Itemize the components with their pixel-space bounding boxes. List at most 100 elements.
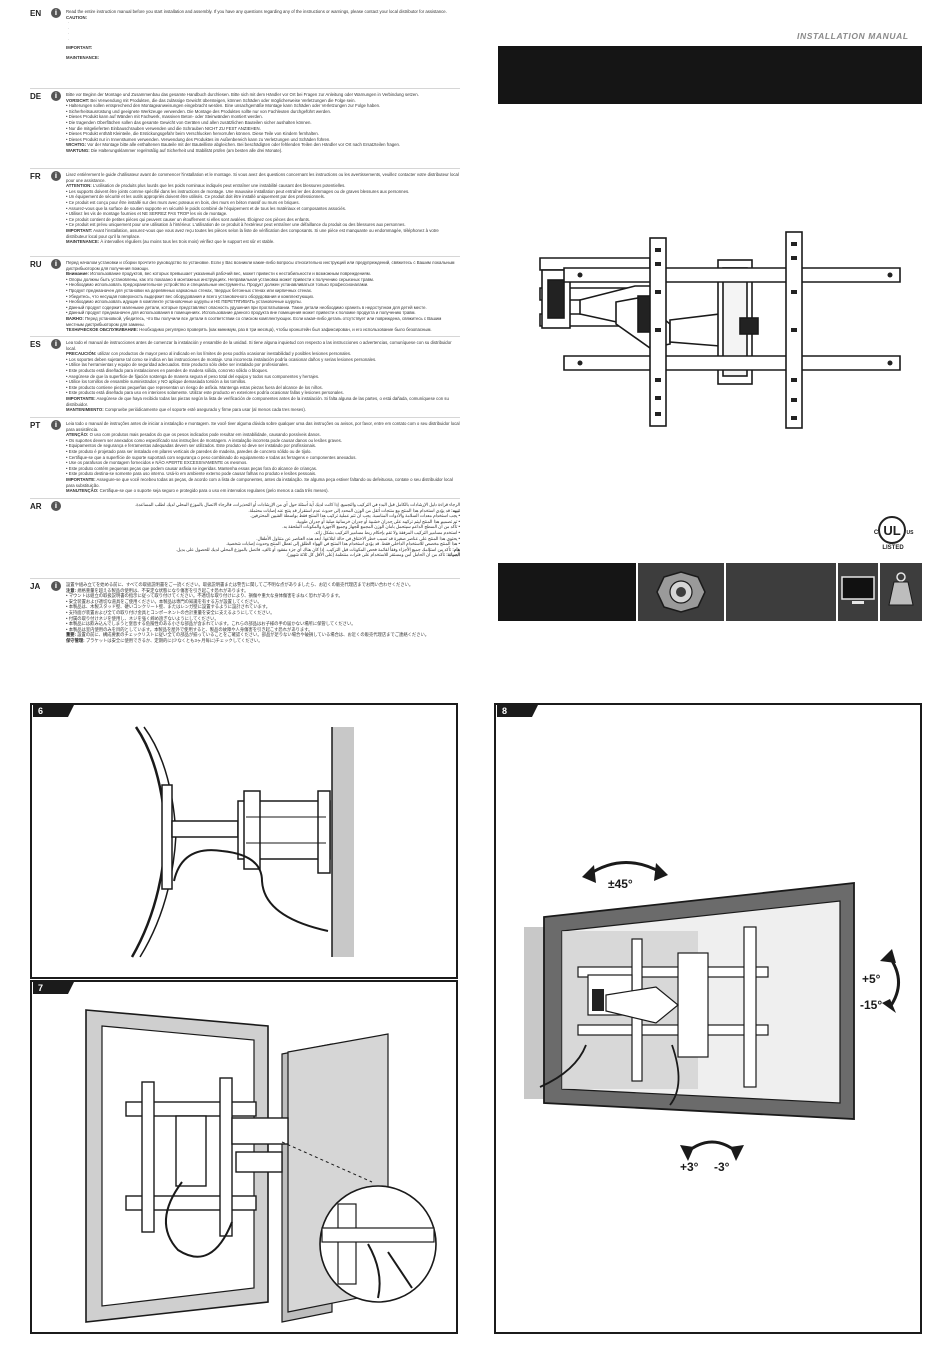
weight-capacity-icon [888, 572, 914, 606]
svg-text:C: C [874, 530, 879, 536]
step-7-illustration [85, 1009, 437, 1323]
bullet: • Un équipement de sécurité et les outil… [66, 194, 325, 200]
lang-code: RU [30, 260, 42, 269]
intro-text: Lea todo el manual de instrucciones ante… [66, 340, 452, 351]
swivel-angle-label: ±45° [608, 877, 633, 891]
bullet: • Este producto está diseñado para uso e… [66, 390, 344, 396]
lang-block-pt: PT i Leia todo o manual de instruções an… [30, 418, 460, 499]
bullet: • Ce produit est conçu pour être install… [66, 199, 300, 205]
info-icon: i [51, 91, 61, 101]
bullet: • Убедитесь, что несущая поверхность выд… [66, 293, 315, 299]
important-label: IMPORTANT: [66, 45, 93, 51]
important-label: هام: [452, 546, 460, 552]
step-panel-8: 8 ±45° +5° -15° +3° -3° [494, 703, 922, 1334]
lang-code: ES [30, 340, 41, 349]
step-tab [33, 980, 75, 994]
product-illustration [539, 231, 901, 429]
bullet: • Продукт предназначен для установки на … [66, 287, 313, 293]
important-text: Перед установкой, убедитесь, что Вы полу… [66, 315, 442, 327]
lang-block-de: DE i Bitte vor Beginn der Montage und Zu… [30, 89, 460, 169]
important-label: IMPORTANT: [66, 227, 93, 233]
caution-label: VORSICHT: [66, 97, 90, 103]
maintenance-text: Die Halterungsklammer regelmäßig auf Sic… [90, 147, 283, 153]
bullet: • 支持面が装置および全ての取り付け金具とコンポーネントの合計重量を安全に支える… [66, 609, 275, 615]
important-text: Asegúrese de que haya recibido todas las… [66, 395, 449, 407]
step-panel-7: 7 [30, 980, 458, 1334]
step-number: 8 [502, 706, 508, 716]
level-right-label: -3° [714, 1160, 730, 1174]
intro-text: Read the entire instruction manual befor… [66, 9, 447, 14]
caution-text: قد يؤدي استخدام هذا المنتج مع منتجات أثق… [248, 507, 450, 513]
bullet: • تم تصميم هذا المنتج ليتم تركيبه على جد… [295, 518, 460, 524]
step-tab [497, 703, 539, 717]
info-icon: i [51, 8, 61, 18]
bullet: • Die tragenden Oberflächen sollen das g… [66, 119, 312, 125]
ul-listed-logo: UL C US [874, 516, 914, 544]
bullet: • Utilice las herramientas y equipo de s… [66, 362, 289, 368]
lang-text: Leia todo o manual de instruções antes d… [66, 421, 460, 494]
caution-dots: ···· [68, 20, 70, 42]
bullet: • Dieses Produkt nur in Innenräumen verw… [66, 136, 331, 142]
bullet: • 本製品には飲み込んでしまうと窒息する危険性のある小さな部品が含まれています。… [66, 621, 356, 627]
step-tab [33, 703, 75, 717]
icon-cell-gap1 [726, 563, 836, 621]
maintenance-label: WARTUNG: [66, 147, 90, 153]
lang-text: Lisez entièrement le guide d'utilisateur… [66, 172, 460, 245]
important-label: WICHTIG: [66, 142, 87, 148]
step-panel-6: 6 [30, 703, 458, 979]
lang-code: FR [30, 172, 41, 181]
bullet: • Halterungen sollen entsprechend den Mo… [66, 103, 381, 109]
caution-label: Внимание: [66, 271, 89, 277]
important-text: Assegure-se que você recebeu todas as pe… [66, 476, 453, 488]
caution-label: ATTENTION: [66, 183, 92, 189]
bullet: • Sicherheitsausrüstung und geeignete We… [66, 108, 332, 114]
info-icon: i [51, 501, 61, 511]
lang-text: الرجاء قراءة دليل الإرشادات بالكامل قبل … [66, 502, 460, 558]
svg-text:UL: UL [883, 523, 900, 538]
lang-code: EN [30, 9, 42, 18]
intro-text: Lisez entièrement le guide d'utilisateur… [66, 172, 459, 183]
maintenance-text: Необходимо регулярно проверять (как мини… [139, 327, 432, 333]
caution-label: ATENÇÃO: [66, 432, 89, 438]
tilt-up-label: +5° [862, 972, 881, 986]
maintenance-label: الصيانة: [446, 552, 460, 558]
maintenance-label: MAINTENANCE: [66, 239, 100, 245]
intro-text: Leia todo o manual de instruções antes d… [66, 421, 460, 432]
bullet: • Equipamentos de segurança e ferramenta… [66, 443, 317, 449]
bullet: • Este produto destina-se somente para u… [66, 471, 317, 477]
bullet: • 安全装置および適切な道具をご使用ください。本製品は専門の知識を有する方が設置… [66, 598, 262, 604]
info-icon: i [51, 420, 61, 430]
bullet: • Ce produit contient de petites pièces … [66, 216, 311, 222]
bullet: • Use os parafusos de montagem fornecido… [66, 460, 248, 466]
bullet: • Данный продукт предназначен для исполь… [66, 310, 416, 316]
maintenance-label: ТЕХНИЧЕСКОЕ ОБСЛУЖИВАНИЕ: [66, 327, 139, 333]
maintenance-text: Certifique-se que o suporte seja seguro … [99, 488, 329, 494]
lang-block-ar: AR i الرجاء قراءة دليل الإرشادات بالكامل… [30, 499, 460, 579]
important-label: IMPORTANTE: [66, 395, 96, 401]
bullet: • Este producto está diseñado para insta… [66, 367, 269, 373]
caution-text: utilizar con productos de mayor peso al … [97, 351, 352, 357]
bullet: • 本製品は、木製スタッド壁、硬いコンクリート壁、またはレンガ壁に設置するように… [66, 604, 271, 610]
bullet: • Dieses Produkt enthält Kleinteile, die… [66, 131, 319, 137]
level-left-label: +3° [680, 1160, 699, 1174]
lang-code: DE [30, 92, 42, 101]
caution-text: Bei Verwendung mit Produkten, die das zu… [90, 97, 356, 103]
bullet: • 付属の取り付けネジを使用し、ネジを強く締め過ぎないようにしてください。 [66, 615, 219, 621]
step-6-illustration [130, 726, 354, 958]
lang-block-ru: RU i Перед началом установки и сборки пр… [30, 257, 460, 337]
caution-text: Использование продуктов, вес которых пре… [90, 271, 371, 277]
bullet: • يجب استخدام معدات السلامة والأدوات الم… [250, 513, 460, 519]
lang-text: Перед началом установки и сборки прочтит… [66, 260, 460, 333]
step-number: 7 [38, 983, 44, 993]
maintenance-label: MANTENIMIENTO: [66, 407, 104, 413]
ul-listed-label: LISTED [882, 545, 904, 551]
bullet: • Опоры должны быть установлены, как это… [66, 276, 375, 282]
bullet: • يحتوي هذا المنتج على عناصر صغيرة قد تس… [256, 535, 460, 541]
icon-cell-blank [498, 563, 636, 621]
bullet: • マウントは組立の取扱説明書の指示に従って取り付けてください。不適切な取り付け… [66, 593, 343, 599]
info-icon: i [51, 339, 61, 349]
bullet: • Ce produit est prévu uniquement pour u… [66, 222, 406, 228]
lang-block-ja: JA i 設置や組み立てを始める前に、すべての取扱説明書をご一読ください。取扱説… [30, 579, 460, 671]
important-label: ВАЖНО: [66, 315, 84, 321]
maintenance-text: À intervalles réguliers (au moins tous l… [100, 239, 275, 245]
